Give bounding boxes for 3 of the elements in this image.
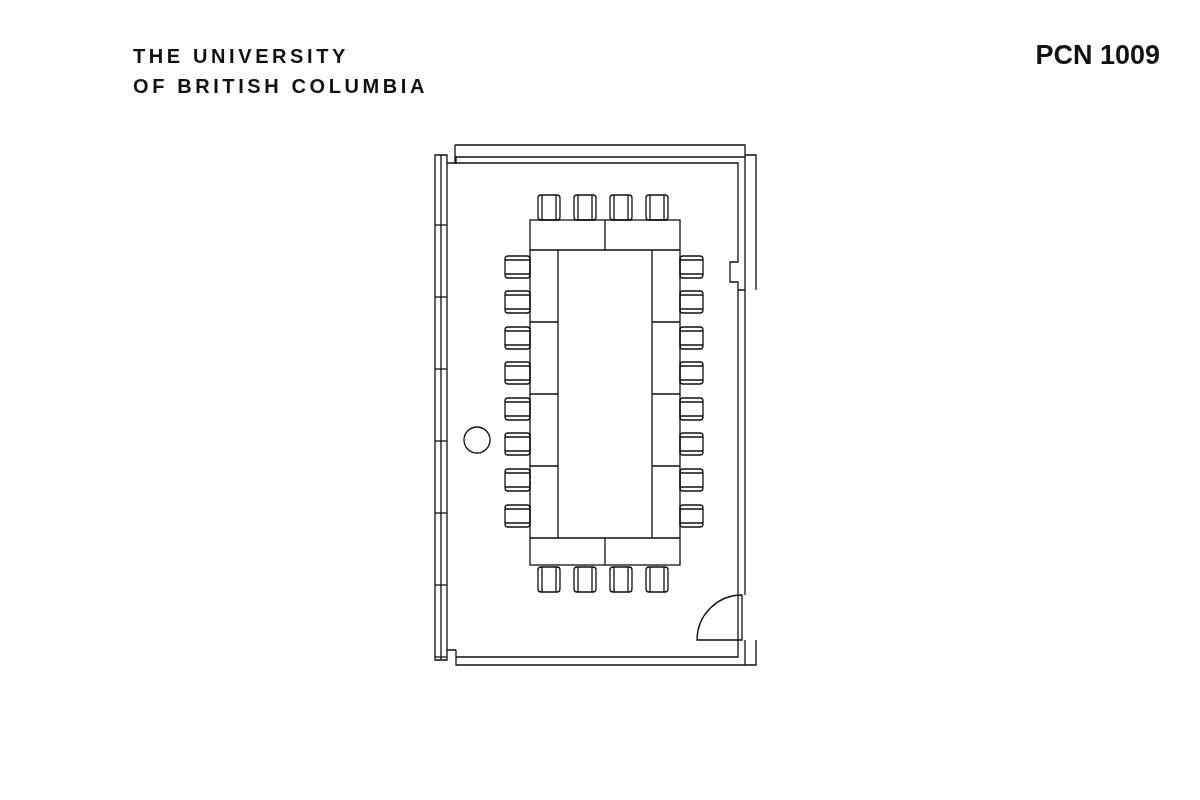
university-name: OF BRITISH COLUMBIA xyxy=(133,75,429,98)
room-number: PCN 1009 xyxy=(1035,40,1160,71)
university-name: THE UNIVERSITY xyxy=(133,45,349,68)
